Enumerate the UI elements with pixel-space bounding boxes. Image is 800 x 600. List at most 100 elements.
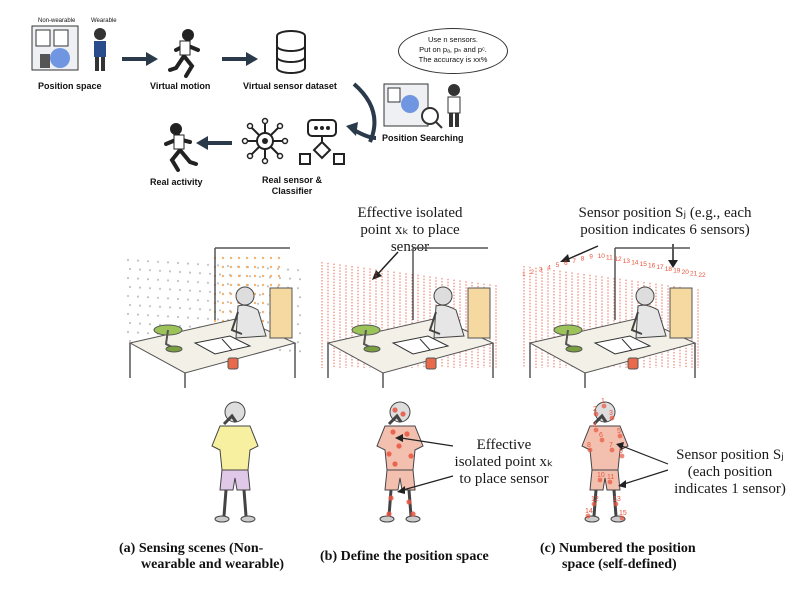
heat-point xyxy=(229,310,233,314)
sensor-point xyxy=(408,453,414,459)
pointer-arrow-icon xyxy=(668,244,678,268)
lamp-base xyxy=(363,345,381,353)
heat-point xyxy=(277,283,281,287)
bubble-line: Use n sensors. xyxy=(427,35,479,44)
grid-point xyxy=(206,281,210,284)
grid-point xyxy=(128,303,132,307)
speech-bubble: Use n sensors. Put on pₐ, pₕ and pᶜ. The… xyxy=(398,28,508,74)
heat-point xyxy=(213,319,217,323)
heat-point xyxy=(229,301,233,305)
heat-point xyxy=(277,256,281,260)
heat-point xyxy=(253,274,257,278)
heat-point xyxy=(245,274,249,278)
heat-point xyxy=(261,310,265,314)
grid-point xyxy=(126,294,130,298)
sensor-point xyxy=(388,495,394,501)
sensor-position-body-annotation: Sensor position Sⱼ (each position indica… xyxy=(660,447,800,498)
annotation-line: indicates 1 sensor) xyxy=(674,481,786,497)
classifier-icon xyxy=(298,118,346,168)
caption-c: (c) Numbered the position space (self-de… xyxy=(540,541,696,573)
caption-b: (b) Define the position space xyxy=(320,549,489,565)
arrow-left-icon xyxy=(196,136,232,150)
grid-point xyxy=(128,285,132,289)
grid-point xyxy=(146,332,150,335)
annotation-line: Effective isolated xyxy=(357,205,463,221)
heat-point xyxy=(261,274,265,278)
grid-point xyxy=(128,321,132,325)
sensor-point xyxy=(386,511,392,517)
heat-point xyxy=(221,310,225,314)
sensor-point xyxy=(593,411,599,417)
heat-point xyxy=(253,256,257,260)
grid-point xyxy=(248,275,252,278)
annotation-line: isolated point xₖ xyxy=(454,454,554,470)
pointer-arrow-icon xyxy=(372,251,399,280)
person-body xyxy=(635,304,667,339)
chair xyxy=(669,287,693,339)
circuit-icon xyxy=(241,117,289,165)
grid-point xyxy=(278,276,282,280)
grid-point xyxy=(266,303,270,306)
heat-point xyxy=(277,265,281,269)
position-number: 22 xyxy=(698,272,706,279)
grid-point xyxy=(206,299,210,302)
grid-point xyxy=(166,261,170,264)
sensor-point xyxy=(591,501,597,507)
grid-point xyxy=(168,270,172,273)
sensor-point xyxy=(599,437,605,443)
scene-illustration-b xyxy=(321,247,497,388)
book-spine xyxy=(419,338,431,351)
heat-point xyxy=(229,265,233,269)
grid-point xyxy=(186,316,190,319)
grid-point xyxy=(208,308,212,311)
position-number: 7 xyxy=(572,258,576,265)
grid-point xyxy=(168,306,172,309)
pointer-arrow-icon xyxy=(616,442,669,488)
grid-point xyxy=(128,267,132,271)
sensor-point xyxy=(386,451,392,457)
sensor-point xyxy=(607,479,613,485)
heat-point xyxy=(269,274,273,278)
grid-point xyxy=(196,317,200,320)
heat-point xyxy=(261,256,265,260)
sensor-point xyxy=(406,499,412,505)
grid-point xyxy=(296,269,300,272)
sensor-point xyxy=(597,477,603,483)
grid-point xyxy=(178,306,182,310)
sensor-point xyxy=(617,433,623,439)
position-number: 4 xyxy=(547,264,551,271)
person-head xyxy=(433,286,453,306)
grid-point xyxy=(218,309,222,312)
grid-point xyxy=(288,277,292,280)
grid-point xyxy=(226,282,230,286)
heat-point xyxy=(221,265,225,269)
caption-line: (a) Sensing scenes (Non- xyxy=(119,541,264,556)
body-position-number: 10 xyxy=(597,472,605,479)
body-arm xyxy=(387,413,403,426)
sensor-point xyxy=(613,501,619,507)
grid-point xyxy=(188,325,192,328)
body-leg xyxy=(222,489,228,517)
running-figure-icon xyxy=(168,28,208,78)
body-position-number: 8 xyxy=(587,442,591,449)
position-number: 18 xyxy=(665,266,673,273)
grid-point xyxy=(196,281,200,284)
grid-point xyxy=(166,297,170,300)
grid-point xyxy=(156,296,160,299)
grid-point xyxy=(186,280,190,283)
heat-point xyxy=(269,283,273,287)
grid-point xyxy=(216,264,220,267)
heat-point xyxy=(229,274,233,278)
grid-point xyxy=(208,272,212,275)
grid-point xyxy=(206,317,210,320)
grid-point xyxy=(136,277,140,280)
grid-point xyxy=(216,282,220,285)
grid-point xyxy=(198,272,202,275)
grid-point xyxy=(126,258,130,262)
arrow-icon xyxy=(122,52,158,66)
grid-point xyxy=(178,270,182,274)
grid-point xyxy=(146,296,150,299)
body-shorts xyxy=(219,469,251,491)
grid-point xyxy=(206,263,210,266)
